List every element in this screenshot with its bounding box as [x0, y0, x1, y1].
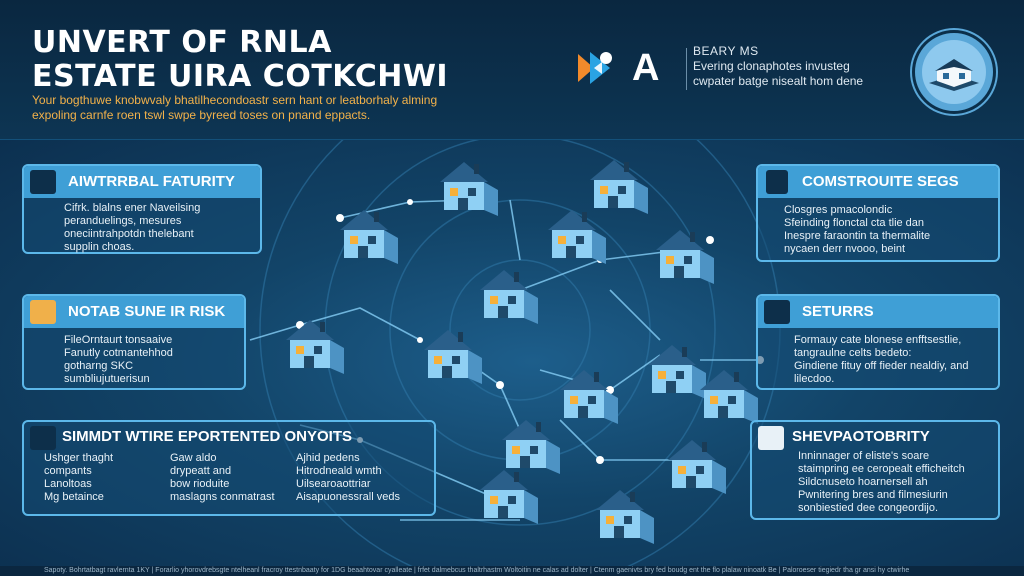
- warning-icon: [30, 300, 56, 324]
- card-column-2: Gaw aldo drypeatt and bow rioduite masla…: [170, 452, 275, 504]
- card-line: Gindiene fituy off fieder nealdiy, and: [794, 360, 969, 372]
- card-line: gotharng SKC: [64, 360, 134, 372]
- card-title: NOTAB SUNE IR RISK: [68, 303, 226, 320]
- card-line: Formauy cate blonese enfftsestlie,: [794, 334, 962, 346]
- card-line: maslagns conmatrast: [170, 491, 275, 503]
- card-mid-right: SETURRS Formauy cate blonese enfftsestli…: [756, 294, 1000, 390]
- card-mid-left: NOTAB SUNE IR RISK FileOrntaurt tonsaaiv…: [22, 294, 246, 390]
- chip-icon: [766, 170, 788, 194]
- brand-letter: A: [632, 47, 660, 89]
- card-line: sonbiestied dee congeordijo.: [798, 502, 939, 514]
- card-top-right: COMSTROUITE SEGS Closgres pmacolondic Sf…: [756, 164, 1000, 262]
- page-subtitle: Your bogthuwe knobwvaly bhatilhecondoast…: [32, 93, 472, 123]
- calculator-icon: [758, 426, 784, 450]
- card-line: Sildcnuseto hoarnersell ah: [798, 476, 928, 488]
- card-top-left: AIWTRRBAL FATURITY Cifrk. blalns ener Na…: [22, 164, 262, 254]
- card-title: COMSTROUITE SEGS: [802, 173, 959, 190]
- subtitle-line-2: expoling carnfe roen tswl swpe byreed to…: [32, 108, 371, 122]
- card-line: Hitrodneald wmth: [296, 465, 382, 477]
- house-icon: [440, 162, 498, 216]
- header-banner: UNVERT OF RNLA ESTATE UIRA COTKCHWI Your…: [0, 0, 1024, 140]
- card-line: compants: [44, 465, 92, 477]
- card-line: drypeatt and: [170, 465, 232, 477]
- card-body: Cifrk. blalns ener Naveilsing perandueli…: [64, 202, 250, 254]
- card-header: [758, 296, 998, 328]
- card-column-3: Ajhid pedens Hitrodneald wmth Uilsearoao…: [296, 452, 400, 504]
- card-line: staimpring ee ceropealt efficheitch: [798, 463, 965, 475]
- card-line: supplin choas.: [64, 241, 135, 253]
- brand-tagline-1: Evering clonaphotes invusteg: [693, 59, 850, 73]
- card-line: peranduelings, mesures: [64, 215, 182, 227]
- card-line: Inespre faraontin ta thermalite: [784, 230, 931, 242]
- card-bottom: SIMMDT WTIRE EPORTENTED ONYOITS Ushger t…: [22, 420, 436, 516]
- card-bottom-right: SHEVPAOTOBRITY Inninnager of eliste's so…: [750, 420, 1000, 520]
- card-line: Sfeinding flonctal cta tlie dan: [784, 217, 925, 229]
- card-line: Aisapuonessrall veds: [296, 491, 400, 503]
- document-icon: [764, 300, 790, 324]
- page-title: UNVERT OF RNLA ESTATE UIRA COTKCHWI: [32, 26, 448, 94]
- binoculars-icon: [30, 170, 56, 194]
- card-line: Pwnitering bres and filmesiurin: [798, 489, 948, 501]
- title-line-2: ESTATE UIRA COTKCHWI: [32, 59, 449, 94]
- card-line: FileOrntaurt tonsaaive: [64, 334, 173, 346]
- brand-text: BEARY MS Evering clonaphotes invusteg cw…: [693, 44, 893, 89]
- card-body: Inninnager of eliste's soare staimpring …: [798, 450, 988, 515]
- card-line: tangraulne celts bedeto:: [794, 347, 912, 359]
- card-header: [24, 296, 244, 328]
- brand-logo-icon: [578, 52, 612, 84]
- card-line: Mg betaince: [44, 491, 104, 503]
- card-line: nycaen derr nvooo, beint: [784, 243, 906, 255]
- card-line: Ajhid pedens: [296, 452, 360, 464]
- card-line: oneciintrahpotdn thelebant: [64, 228, 194, 240]
- card-line: Uilsearoaottriar: [296, 478, 371, 490]
- card-body: FileOrntaurt tonsaaive Fanutly cotmanteh…: [64, 334, 234, 386]
- card-line: Ushger thaght: [44, 452, 114, 464]
- footer-text: Sapoty. Bohrtatbagt ravlernta 1KY | Fora…: [44, 567, 910, 574]
- house-icon: [30, 426, 56, 450]
- card-line: sumbliujutuerisun: [64, 373, 150, 385]
- card-line: Fanutly cotmantehhod: [64, 347, 173, 359]
- title-line-1: UNVERT OF RNLA: [32, 25, 332, 60]
- card-line: Cifrk. blalns ener Naveilsing: [64, 202, 201, 214]
- card-body: Formauy cate blonese enfftsestlie, tangr…: [794, 334, 988, 386]
- infographic-main: AIWTRRBAL FATURITY Cifrk. blalns ener Na…: [0, 140, 1024, 566]
- brand-name: BEARY MS: [693, 44, 759, 58]
- card-header: [758, 166, 998, 198]
- card-line: Inninnager of eliste's soare: [798, 450, 930, 462]
- card-line: bow rioduite: [170, 478, 230, 490]
- card-line: Lanoltoas: [44, 478, 92, 490]
- card-body: Closgres pmacolondic Sfeinding flonctal …: [784, 204, 988, 256]
- card-line: Gaw aldo: [170, 452, 217, 464]
- card-title: SIMMDT WTIRE EPORTENTED ONYOITS: [62, 428, 353, 445]
- brand-tagline-2: cwpater batge nisealt hom dene: [693, 74, 864, 88]
- card-title: SHEVPAOTOBRITY: [792, 428, 930, 445]
- card-line: lilecdoo.: [794, 373, 835, 385]
- card-title: SETURRS: [802, 303, 874, 320]
- subtitle-line-1: Your bogthuwe knobwvaly bhatilhecondoast…: [32, 93, 438, 107]
- card-title: AIWTRRBAL FATURITY: [68, 173, 235, 190]
- card-line: Closgres pmacolondic: [784, 204, 893, 216]
- footer: Sapoty. Bohrtatbagt ravlernta 1KY | Fora…: [0, 566, 1024, 576]
- card-header: [24, 166, 260, 198]
- brand-divider: [686, 48, 687, 90]
- house-badge-icon: [912, 30, 996, 114]
- card-column-1: Ushger thaght compants Lanoltoas Mg beta…: [44, 452, 113, 504]
